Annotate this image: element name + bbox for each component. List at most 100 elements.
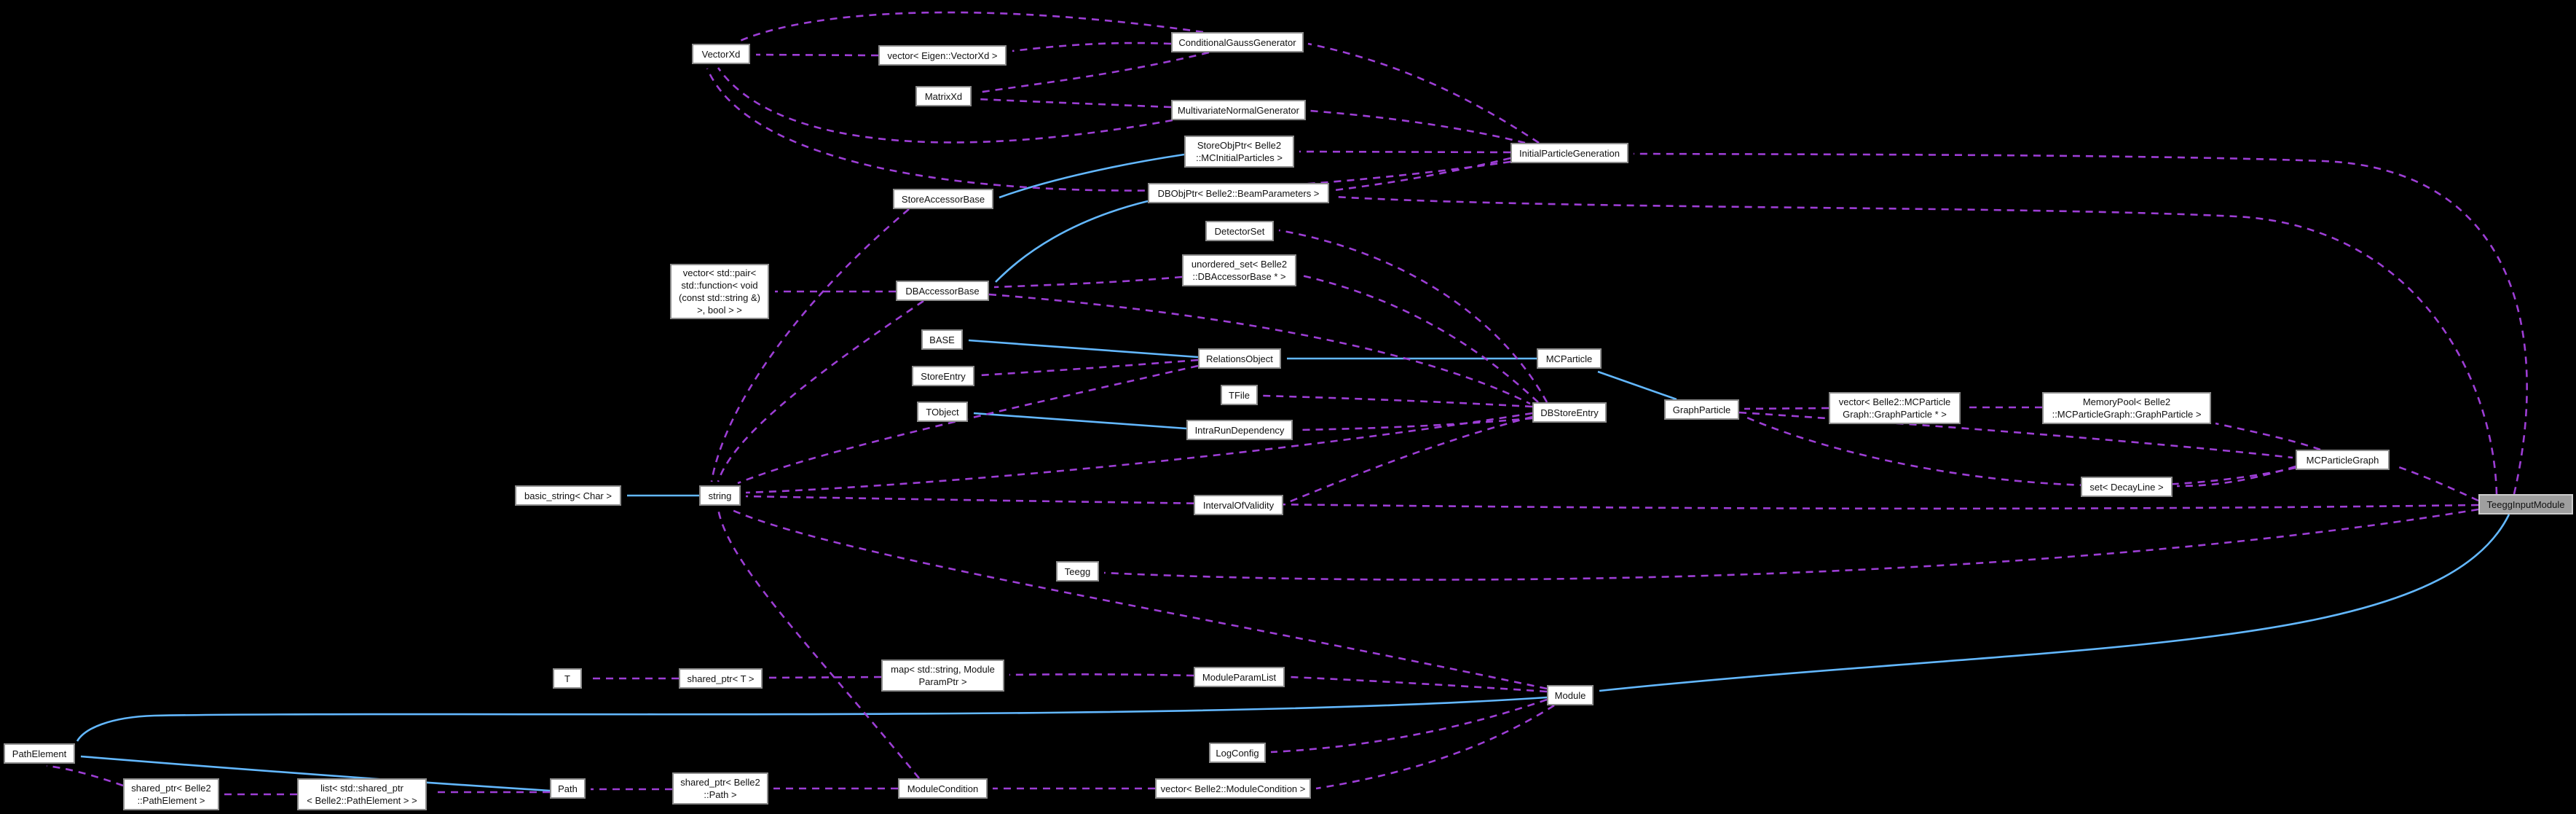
node-vectorxd[interactable]: VectorXd bbox=[692, 44, 750, 64]
node-label-line: T bbox=[564, 673, 570, 684]
node-initial-particle-generation[interactable]: InitialParticleGeneration bbox=[1510, 143, 1628, 163]
node-basic-string[interactable]: basic_string< Char > bbox=[515, 485, 621, 506]
edge-module-to-module-param-list bbox=[1289, 676, 1548, 693]
node-label-line: Module bbox=[1554, 689, 1586, 701]
node-shared-ptr-path[interactable]: shared_ptr< Belle2::Path > bbox=[672, 772, 768, 805]
edge-initial-particle-generation-to-dbobjptr bbox=[1334, 157, 1511, 192]
node-label-line: ::DBAccessorBase * > bbox=[1192, 271, 1286, 282]
node-memory-pool[interactable]: MemoryPool< Belle2::MCParticleGraph::Gra… bbox=[2042, 392, 2211, 424]
node-store-accessor-base[interactable]: StoreAccessorBase bbox=[893, 189, 993, 209]
edge-relations-object-to-string bbox=[737, 364, 1199, 485]
node-label-line: ModuleParamList bbox=[1202, 671, 1277, 683]
node-mcparticle[interactable]: MCParticle bbox=[1537, 348, 1602, 369]
node-set-decayline[interactable]: set< DecayLine > bbox=[2081, 477, 2173, 497]
node-intra-run-dependency[interactable]: IntraRunDependency bbox=[1186, 420, 1293, 440]
node-tobject[interactable]: TObject bbox=[917, 402, 968, 422]
node-path-element[interactable]: PathElement bbox=[4, 743, 75, 764]
node-label-line: IntraRunDependency bbox=[1194, 424, 1285, 436]
node-db-accessor-base[interactable]: DBAccessorBase bbox=[896, 281, 989, 301]
node-log-config[interactable]: LogConfig bbox=[1209, 743, 1266, 763]
node-multivariate-normal-generator[interactable]: MultivariateNormalGenerator bbox=[1171, 100, 1306, 120]
node-label-line: MultivariateNormalGenerator bbox=[1178, 104, 1299, 116]
edge-mcparticle-graph-to-set-decayline bbox=[2176, 465, 2296, 488]
node-graph-particle[interactable]: GraphParticle bbox=[1664, 399, 1739, 420]
edge-module-to-path-element bbox=[76, 696, 1548, 742]
edge-map-moduleparamptr-to-shared-ptr-t bbox=[767, 676, 882, 679]
node-label-line: basic_string< Char > bbox=[524, 490, 612, 501]
edge-multivariate-normal-generator-to-matrixxd bbox=[977, 98, 1172, 109]
node-conditional-gauss-generator[interactable]: ConditionalGaussGenerator bbox=[1171, 32, 1304, 52]
node-label-line: LogConfig bbox=[1216, 747, 1259, 759]
node-label-line: DBAccessorBase bbox=[905, 285, 980, 297]
node-list-shared-ptr-path-element[interactable]: list< std::shared_ptr< Belle2::PathEleme… bbox=[297, 778, 427, 810]
node-matrixxd[interactable]: MatrixXd bbox=[915, 86, 972, 106]
edge-shared-ptr-path-element-to-path-element bbox=[46, 764, 124, 787]
node-storeobjptr[interactable]: StoreObjPtr< Belle2::MCInitialParticles … bbox=[1184, 136, 1294, 168]
node-label-line: vector< Belle2::MCParticle bbox=[1838, 396, 1951, 407]
node-vec-std-pair[interactable]: vector< std::pair<std::function< void(co… bbox=[670, 264, 769, 319]
node-path[interactable]: Path bbox=[550, 778, 586, 799]
node-module-condition[interactable]: ModuleCondition bbox=[898, 778, 988, 799]
node-label-line: vector< Eigen::VectorXd > bbox=[887, 50, 998, 61]
node-label-line: >, bool > > bbox=[697, 305, 742, 316]
edge-teegg-input-module-to-initial-particle-generation bbox=[1633, 152, 2528, 495]
edge-teegg-input-module-to-string bbox=[745, 495, 2479, 510]
edge-relations-object-to-store-entry bbox=[979, 359, 1199, 377]
node-base[interactable]: BASE bbox=[921, 329, 963, 350]
node-label-line: shared_ptr< Belle2 bbox=[131, 783, 211, 794]
edge-module-to-string bbox=[728, 507, 1548, 690]
edge-db-store-entry-to-detector-set bbox=[1278, 229, 1548, 403]
edge-module-param-list-to-map-moduleparamptr bbox=[1009, 673, 1194, 677]
node-label-line: Teegg bbox=[1064, 566, 1091, 577]
edge-conditional-gauss-generator-to-vec-eigen-vectorxd bbox=[1012, 42, 1172, 52]
node-label-line: PathElement bbox=[12, 748, 67, 759]
node-relations-object[interactable]: RelationsObject bbox=[1198, 348, 1281, 369]
node-teegg-input-module[interactable]: TeeggInputModule bbox=[2478, 494, 2573, 514]
edge-multivariate-normal-generator-to-vectorxd bbox=[717, 67, 1173, 144]
node-label-line: MCParticleGraph bbox=[2306, 454, 2379, 466]
node-dbobjptr[interactable]: DBObjPtr< Belle2::BeamParameters > bbox=[1148, 183, 1329, 203]
node-label-line: MemoryPool< Belle2 bbox=[2082, 396, 2171, 407]
node-mcparticle-graph[interactable]: MCParticleGraph bbox=[2296, 450, 2390, 470]
node-label-line: (const std::string &) bbox=[679, 292, 760, 303]
node-vec-eigen-vectorxd[interactable]: vector< Eigen::VectorXd > bbox=[878, 45, 1007, 66]
edge-vec-graph-particle-to-graph-particle bbox=[1744, 407, 1829, 410]
node-module[interactable]: Module bbox=[1547, 685, 1594, 705]
node-vec-module-condition[interactable]: vector< Belle2::ModuleCondition > bbox=[1155, 778, 1311, 799]
node-unordered-set[interactable]: unordered_set< Belle2::DBAccessorBase * … bbox=[1182, 254, 1296, 286]
edge-mcparticle-graph-to-memory-pool bbox=[2215, 422, 2321, 451]
node-label-line: set< DecayLine > bbox=[2089, 481, 2164, 493]
node-label-line: ::MCInitialParticles > bbox=[1196, 152, 1283, 163]
node-shared-ptr-t[interactable]: shared_ptr< T > bbox=[679, 668, 763, 689]
edge-teegg-input-module-to-mcparticle-graph bbox=[2394, 464, 2479, 502]
node-label-line: shared_ptr< Belle2 bbox=[680, 777, 760, 788]
node-teegg[interactable]: Teegg bbox=[1056, 561, 1099, 582]
edge-module-condition-to-string bbox=[717, 508, 921, 779]
node-label-line: DBStoreEntry bbox=[1540, 407, 1599, 418]
node-label-line: vector< Belle2::ModuleCondition > bbox=[1160, 783, 1306, 794]
node-store-entry[interactable]: StoreEntry bbox=[912, 366, 974, 386]
node-shared-ptr-path-element[interactable]: shared_ptr< Belle2::PathElement > bbox=[123, 778, 219, 810]
node-t[interactable]: T bbox=[553, 668, 582, 689]
node-interval-of-validity[interactable]: IntervalOfValidity bbox=[1194, 495, 1283, 515]
node-detector-set[interactable]: DetectorSet bbox=[1205, 221, 1274, 241]
node-label-line: StoreObjPtr< Belle2 bbox=[1197, 140, 1282, 151]
node-label-line: VectorXd bbox=[701, 48, 741, 60]
node-tfile[interactable]: TFile bbox=[1221, 385, 1258, 405]
node-db-store-entry[interactable]: DBStoreEntry bbox=[1532, 402, 1607, 423]
node-label-line: string bbox=[708, 490, 732, 501]
node-label-line: StoreEntry bbox=[921, 370, 966, 382]
edge-storeobjptr-to-store-accessor-base bbox=[999, 153, 1185, 199]
node-module-param-list[interactable]: ModuleParamList bbox=[1194, 667, 1285, 687]
node-label-line: unordered_set< Belle2 bbox=[1191, 259, 1288, 270]
node-label-line: ::MCParticleGraph::GraphParticle > bbox=[2052, 409, 2202, 420]
node-label-line: GraphParticle bbox=[1672, 404, 1731, 415]
edge-initial-particle-generation-to-conditional-gauss-generator bbox=[1307, 42, 1540, 144]
edge-teegg-input-module-to-dbobjptr bbox=[1334, 195, 2498, 495]
node-label-line: DBObjPtr< Belle2::BeamParameters > bbox=[1157, 187, 1320, 199]
node-string[interactable]: string bbox=[699, 485, 741, 506]
